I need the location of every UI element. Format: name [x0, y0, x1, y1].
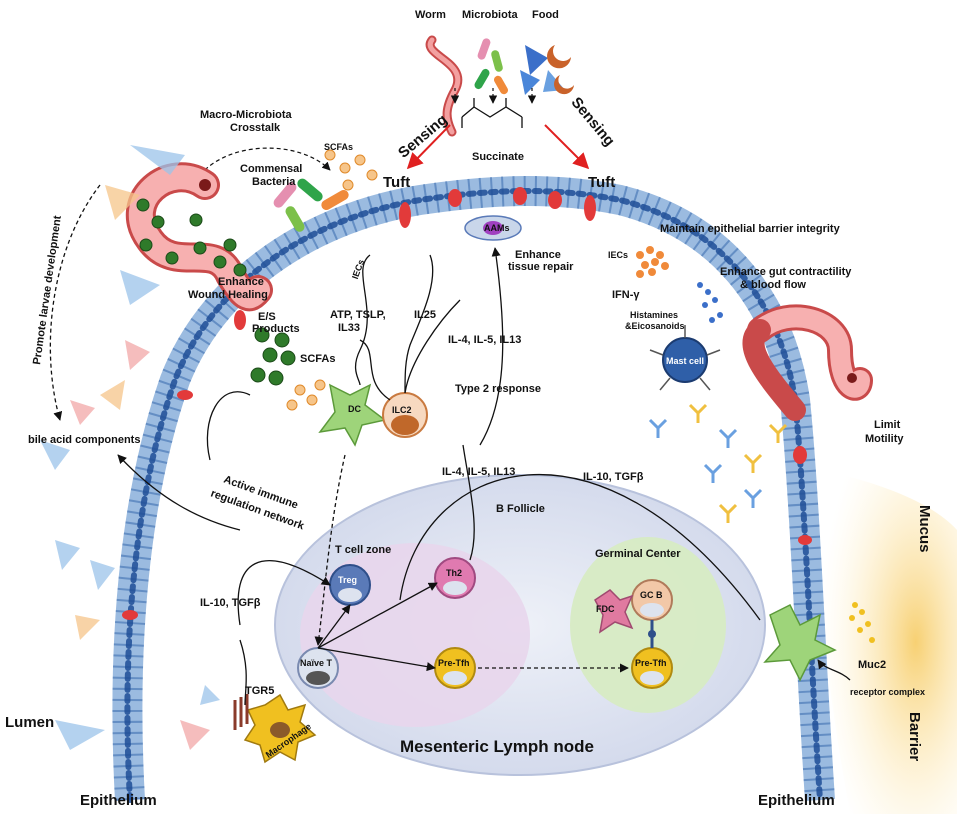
label-dc: DC — [348, 404, 361, 414]
label-il33: IL33 — [338, 322, 360, 334]
label-tissue-repair: tissue repair — [508, 261, 574, 273]
label-es: E/S — [258, 311, 276, 323]
label-commensal: Commensal — [240, 163, 302, 175]
label-il4-top: IL-4, IL-5, IL13 — [448, 334, 521, 346]
treg-cell — [329, 564, 371, 606]
label-il10-right: IL-10, TGFβ — [583, 471, 644, 483]
label-type2: Type 2 response — [455, 383, 541, 395]
label-bile-acid: bile acid components — [28, 434, 140, 446]
label-microbiota: Microbiota — [462, 9, 518, 21]
dc-cell — [318, 383, 387, 447]
label-tuft-left: Tuft — [383, 174, 410, 191]
mucus-layer — [819, 470, 957, 814]
label-fdc: FDC — [596, 604, 615, 614]
label-t-cell-zone: T cell zone — [335, 544, 391, 556]
label-succinate: Succinate — [472, 151, 524, 163]
succinate-molecule — [461, 98, 523, 128]
gc-b-cell — [631, 579, 673, 648]
pre-tfh-cell-2 — [631, 647, 673, 689]
ilc2-cell — [382, 392, 428, 438]
label-lumen: Lumen — [5, 714, 54, 731]
label-promote-larvae: Promote larvae development — [31, 214, 64, 365]
antibodies — [648, 403, 788, 523]
label-eicosanoids: &Eicosanoids — [625, 321, 685, 331]
label-gc-b: GC B — [640, 590, 663, 600]
label-th2: Th2 — [446, 568, 462, 578]
label-b-follicle: B Follicle — [496, 503, 545, 515]
label-scfas-top: SCFAs — [324, 142, 353, 152]
label-iecs-right: IECs — [608, 250, 628, 260]
lymph-node — [274, 474, 766, 776]
scfa-dots — [286, 149, 378, 411]
naive-t-cell — [297, 647, 339, 689]
label-crosstalk: Crosstalk — [230, 122, 281, 134]
label-aams: AAMs — [484, 223, 510, 233]
fdc-cell — [594, 589, 634, 634]
label-tgr5: TGR5 — [245, 685, 274, 697]
dashed-connectors — [49, 184, 629, 673]
label-receptor-complex: receptor complex — [850, 687, 925, 697]
th2-cell — [434, 557, 476, 599]
muc2-dots — [849, 602, 875, 643]
label-mucus: Mucus — [916, 505, 933, 553]
label-enhance-repair: Enhance — [515, 249, 561, 261]
es-product-dots — [136, 198, 296, 386]
label-muc2: Muc2 — [858, 659, 886, 671]
worm-icon — [425, 35, 463, 137]
label-il4-mid: IL-4, IL-5, IL13 — [442, 466, 515, 478]
label-germinal-center: Germinal Center — [595, 548, 681, 560]
label-enhance-gut: Enhance gut contractility — [720, 266, 852, 278]
label-sensing-right: Sensing — [567, 94, 618, 150]
aams-cell — [464, 215, 522, 241]
label-barrier: Barrier — [906, 712, 923, 761]
sensing-arrows — [406, 124, 590, 170]
commensal-bacteria — [273, 178, 349, 232]
label-mesenteric: Mesenteric Lymph node — [400, 737, 594, 756]
label-macro-microbiota: Macro-Microbiota — [200, 109, 293, 121]
input-arrows — [450, 88, 537, 104]
label-mast-cell: Mast cell — [666, 356, 704, 366]
label-epithelium-right: Epithelium — [758, 792, 835, 809]
label-pre-tfh-2: Pre-Tfh — [635, 658, 667, 668]
label-scfas-mid: SCFAs — [300, 353, 335, 365]
label-ifn-gamma: IFN-γ — [612, 289, 640, 301]
label-motility: Motility — [865, 433, 904, 445]
label-treg: Treg — [338, 575, 357, 585]
label-iecs-left: IECs — [350, 258, 366, 280]
connector-lines — [117, 247, 851, 706]
label-atp-tslp: ATP, TSLP, — [330, 309, 386, 321]
label-pre-tfh-1: Pre-Tfh — [438, 658, 470, 668]
label-tuft-right: Tuft — [588, 174, 615, 191]
crosstalk-arc — [199, 147, 331, 176]
mast-cell — [649, 325, 721, 391]
label-bacteria: Bacteria — [252, 176, 296, 188]
pre-tfh-cell-1 — [434, 647, 476, 689]
label-enhance-wound: Enhance — [218, 276, 264, 288]
histamine-dots — [697, 282, 723, 323]
label-limit: Limit — [874, 419, 901, 431]
macrophage-cell — [233, 693, 317, 764]
label-products: Products — [252, 323, 300, 335]
label-histamines: Histamines — [630, 310, 678, 320]
microbiota-icon — [474, 38, 508, 95]
label-epithelium-left: Epithelium — [80, 792, 157, 809]
label-ilc2: ILC2 — [392, 405, 412, 415]
right-worm — [742, 304, 873, 421]
label-maintain-barrier: Maintain epithelial barrier integrity — [660, 223, 841, 235]
label-il10-left: IL-10, TGFβ — [200, 597, 261, 609]
label-naive-t: Naïve T — [300, 658, 333, 668]
label-wound-healing: Wound Healing — [188, 289, 268, 301]
label-il25: IL25 — [414, 309, 436, 321]
label-worm: Worm — [415, 9, 446, 21]
label-food: Food — [532, 9, 559, 21]
iec-cluster — [636, 246, 669, 278]
lumen-shapes — [40, 145, 220, 750]
label-blood-flow: & blood flow — [740, 279, 806, 291]
barrier-dc-cell — [763, 603, 837, 682]
food-icon — [520, 45, 574, 95]
